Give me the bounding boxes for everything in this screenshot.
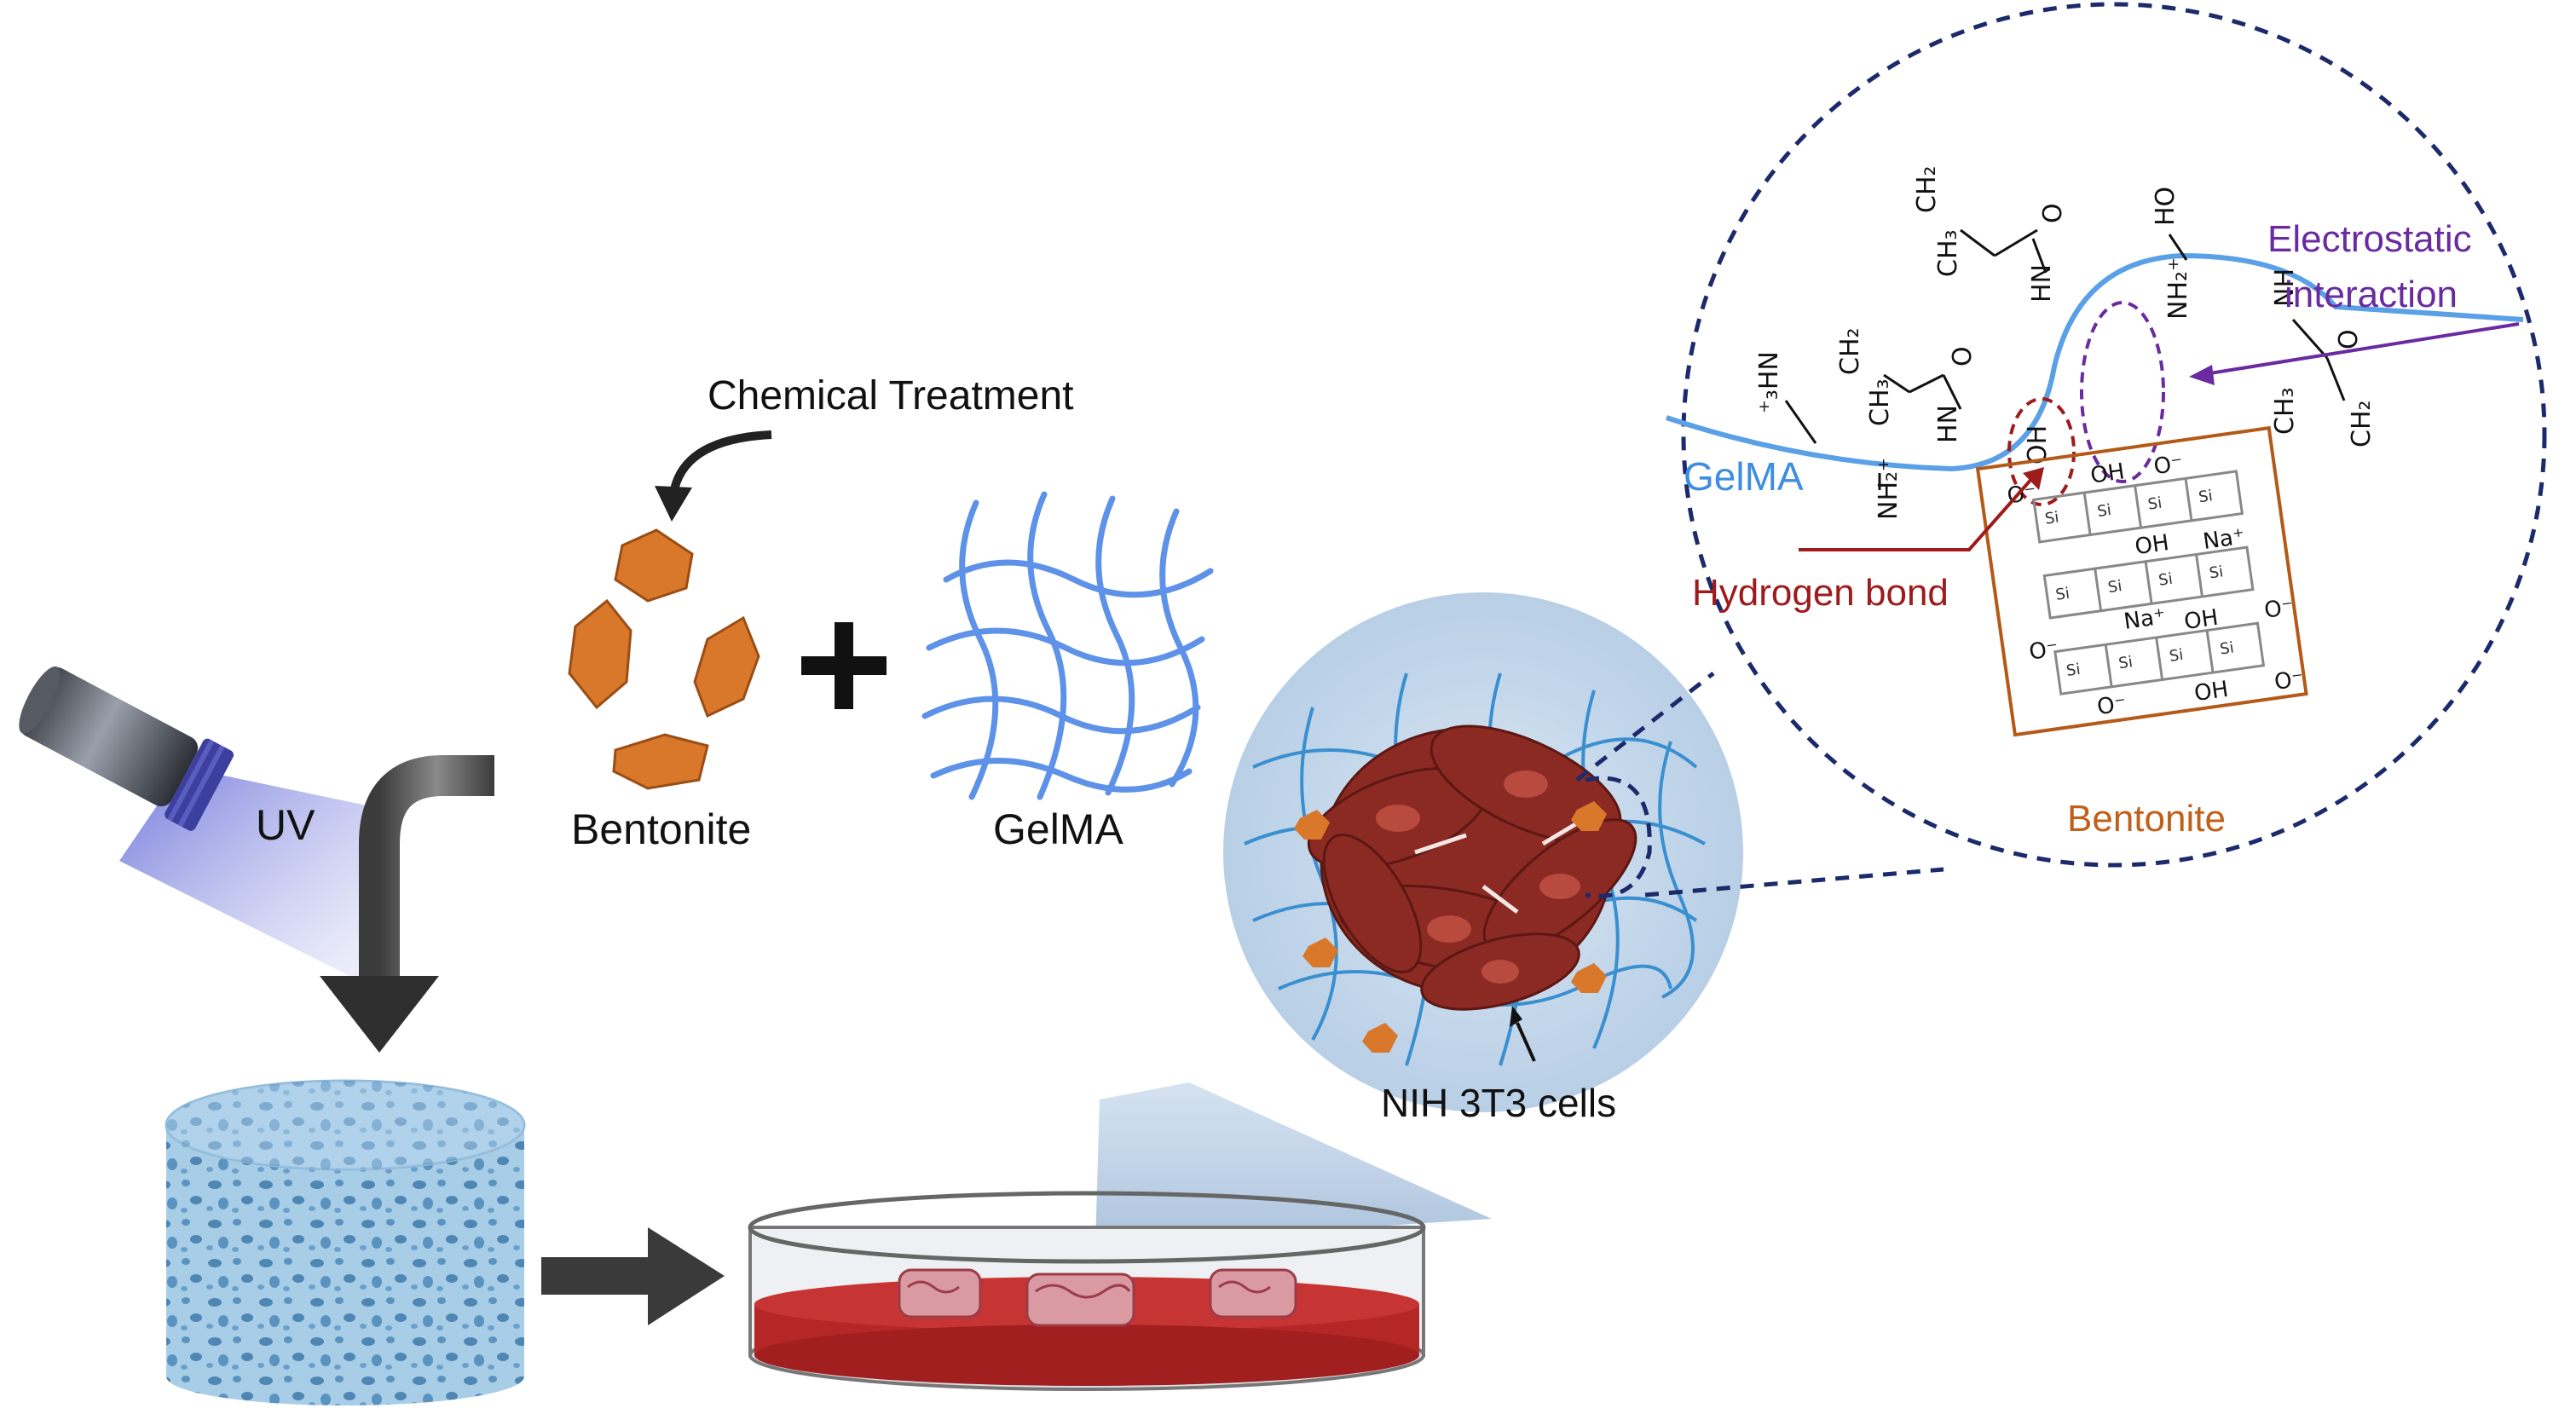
svg-text:OH: OH — [2192, 677, 2230, 707]
down-arrow-icon — [320, 755, 494, 1053]
svg-text:O: O — [2334, 329, 2364, 349]
zoom-bentonite-label: Bentonite — [2067, 798, 2226, 840]
svg-text:⁺₃HN: ⁺₃HN — [1754, 351, 1784, 413]
gelma-label: GelMA — [993, 805, 1123, 853]
uv-label: UV — [256, 801, 315, 849]
svg-text:CH₃: CH₃ — [1933, 229, 1963, 277]
svg-text:O: O — [1948, 346, 1978, 366]
svg-text:CH₂: CH₂ — [1912, 165, 1942, 213]
svg-text:Si: Si — [2208, 563, 2224, 582]
svg-text:O⁻: O⁻ — [2262, 594, 2295, 623]
hydrogen-bond-marker — [2007, 397, 2076, 506]
svg-text:Si: Si — [2219, 638, 2235, 658]
svg-text:Si: Si — [2096, 501, 2112, 521]
bentonite-structure: O⁻ OH O⁻ OH Na⁺ Na⁺ OH O⁻ O⁻ O⁻ OH O⁻ Si… — [1975, 425, 2308, 737]
svg-text:O⁻: O⁻ — [2095, 691, 2128, 720]
svg-text:OH: OH — [2182, 605, 2220, 635]
hydrogen-bond-arrow — [1799, 467, 2044, 551]
cell-cluster-icon — [1223, 592, 1743, 1112]
svg-text:Na⁺: Na⁺ — [2202, 523, 2247, 555]
svg-text:Si: Si — [2054, 585, 2071, 604]
electrostatic-marker — [2080, 301, 2165, 483]
svg-text:Si: Si — [2117, 653, 2134, 672]
zoom-gelma-label: GelMA — [1684, 454, 1804, 499]
uv-lamp-icon — [19, 666, 375, 989]
gelma-side-groups: ⁺₃HN CH₂ CH₃ O HN NH₂⁺ CH₂ CH₃ O HN NH₂⁺… — [1754, 165, 2377, 520]
svg-text:Si: Si — [2198, 487, 2214, 506]
hydrogen-bond-label: Hydrogen bond — [1692, 572, 1949, 614]
svg-text:Si: Si — [2157, 570, 2174, 590]
svg-text:Na⁺: Na⁺ — [2123, 603, 2168, 635]
svg-text:NH₂⁺: NH₂⁺ — [2163, 257, 2193, 320]
svg-text:CH₃: CH₃ — [2270, 387, 2300, 435]
bentonite-label: Bentonite — [571, 805, 751, 853]
curved-arrow-icon — [655, 430, 772, 522]
svg-text:CH₃: CH₃ — [1865, 378, 1895, 426]
svg-text:Si: Si — [2065, 661, 2082, 680]
right-arrow-icon — [541, 1227, 725, 1325]
bentonite-particles-icon — [568, 528, 760, 790]
svg-text:Si: Si — [2168, 646, 2184, 666]
svg-text:O⁻: O⁻ — [2028, 636, 2060, 665]
electrostatic-arrow — [2189, 322, 2520, 385]
chemical-treatment-label: Chemical Treatment — [708, 373, 1074, 418]
svg-text:HO: HO — [2151, 187, 2180, 226]
svg-text:Si: Si — [2146, 494, 2163, 514]
svg-text:NH: NH — [2270, 268, 2300, 307]
scaffold-icon — [165, 1079, 526, 1405]
svg-text:OH: OH — [2134, 530, 2171, 560]
gelma-backbone — [1666, 252, 2524, 472]
electrostatic-label-line1: Electrostatic — [2267, 218, 2472, 260]
svg-text:O⁻: O⁻ — [2152, 451, 2185, 480]
gelma-network-icon — [921, 491, 1214, 800]
svg-text:NH₂⁺: NH₂⁺ — [1874, 458, 1903, 520]
plus-icon — [801, 622, 887, 709]
molecular-zoom-circle — [1681, 2, 2547, 868]
svg-text:Si: Si — [2107, 577, 2123, 597]
petri-dish-icon — [748, 1082, 1492, 1391]
svg-text:HN: HN — [1933, 405, 1963, 443]
svg-text:CH₂: CH₂ — [1835, 327, 1865, 375]
svg-text:O⁻: O⁻ — [2273, 667, 2305, 695]
svg-text:HN: HN — [2027, 264, 2057, 303]
svg-text:Si: Si — [2044, 509, 2060, 528]
nih-cells-label: NIH 3T3 cells — [1381, 1081, 1616, 1125]
electrostatic-label-line2: interaction — [2284, 274, 2458, 315]
svg-text:CH₂: CH₂ — [2347, 400, 2377, 447]
zoom-connector — [1575, 672, 1944, 897]
svg-text:OH: OH — [2088, 459, 2126, 488]
svg-text:O: O — [2038, 203, 2068, 223]
